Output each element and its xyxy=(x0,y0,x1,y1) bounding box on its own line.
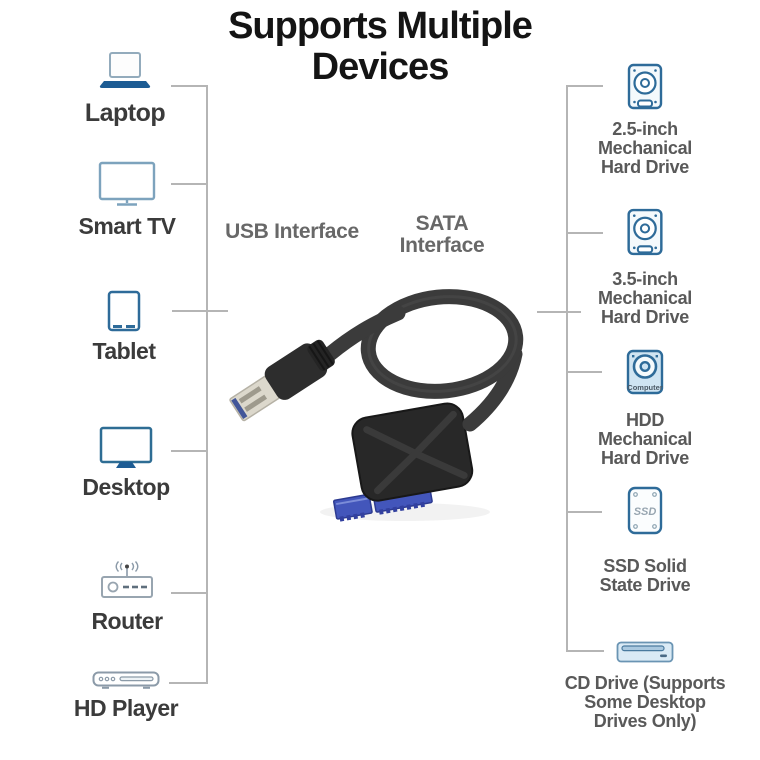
ssd-icon: SSD xyxy=(627,486,663,535)
hdd-computer-icon: Computer xyxy=(626,349,664,395)
title-line-1: Supports Multiple xyxy=(228,5,533,47)
right-bracket-vline xyxy=(566,85,568,652)
usb-interface-label: USB Interface xyxy=(225,220,359,243)
hd-player-icon xyxy=(92,671,160,689)
left-tick-router xyxy=(171,592,208,594)
device-item-hdplayer: HD Player xyxy=(41,671,211,721)
right-tick-35inch xyxy=(566,232,603,234)
left-tick-hdplayer xyxy=(169,682,208,684)
tablet-icon xyxy=(107,290,141,332)
device-label: Router xyxy=(91,608,163,634)
router-icon xyxy=(101,561,153,598)
device-label: Desktop xyxy=(82,474,170,500)
drive-item-35inch: 3.5-inch Mechanical Hard Drive xyxy=(540,208,750,327)
device-label: HD Player xyxy=(73,695,179,721)
drive-label: 2.5-inch Mechanical Hard Drive xyxy=(597,119,693,177)
drive-label: 3.5-inch Mechanical Hard Drive xyxy=(597,269,693,327)
sata-label-line-1: SATA xyxy=(415,212,469,235)
device-label: Tablet xyxy=(92,338,156,364)
device-item-desktop: Desktop xyxy=(41,426,211,500)
cable-plug-strand xyxy=(322,305,406,362)
device-item-laptop: Laptop xyxy=(40,50,210,126)
smart-tv-icon xyxy=(98,161,156,206)
hard-drive-icon xyxy=(627,208,663,256)
left-bracket-vline xyxy=(206,85,208,684)
left-tick-smarttv xyxy=(171,183,208,185)
right-tick-ssd xyxy=(566,511,602,513)
right-tick-cd xyxy=(566,650,604,652)
cd-drive-icon xyxy=(616,641,674,663)
right-tick-middle xyxy=(537,311,581,313)
drive-item-25inch: 2.5-inch Mechanical Hard Drive xyxy=(540,63,750,177)
device-item-smarttv: Smart TV xyxy=(42,161,212,239)
usb-sata-cable-photo xyxy=(229,289,524,522)
sata-adapter-body xyxy=(333,402,474,522)
left-tick-tablet xyxy=(172,310,228,312)
right-tick-25inch xyxy=(566,85,603,87)
hard-drive-icon xyxy=(627,63,663,110)
page-title: Supports Multiple Devices xyxy=(0,6,760,88)
drive-item-cd: CD Drive (Supports Some Desktop Drives O… xyxy=(540,641,750,731)
left-tick-laptop xyxy=(171,85,208,87)
right-tick-hdd xyxy=(566,371,602,373)
sata-label-line-2: Interface xyxy=(399,234,485,257)
device-item-tablet: Tablet xyxy=(39,290,209,364)
svg-text:SSD: SSD xyxy=(634,506,657,518)
laptop-icon xyxy=(99,52,151,88)
drive-label: CD Drive (Supports Some Desktop Drives O… xyxy=(564,673,726,731)
desktop-icon xyxy=(99,426,153,468)
usb-plug xyxy=(229,339,335,422)
drive-label: HDD Mechanical Hard Drive xyxy=(597,410,693,468)
left-tick-desktop xyxy=(171,450,208,452)
sata-interface-label: SATA Interface xyxy=(367,213,517,257)
drive-item-hdd: Computer HDD Mechanical Hard Drive xyxy=(540,349,750,468)
device-label: Laptop xyxy=(84,99,166,127)
device-label: Smart TV xyxy=(78,213,176,239)
drive-label: SSD Solid State Drive xyxy=(599,556,691,595)
device-item-router: Router xyxy=(42,560,212,634)
title-line-2: Devices xyxy=(311,46,450,88)
svg-text:Computer: Computer xyxy=(627,383,662,392)
drive-item-ssd: SSD SSD Solid State Drive xyxy=(540,486,750,595)
